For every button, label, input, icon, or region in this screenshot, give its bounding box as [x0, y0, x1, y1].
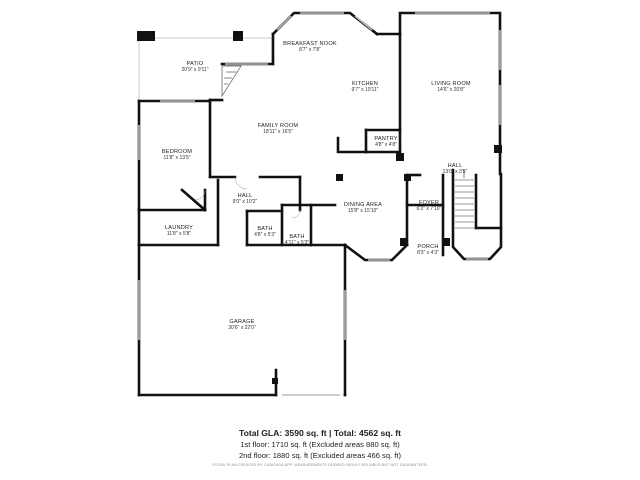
label-breakfast-nook: BREAKFAST NOOK	[283, 41, 337, 47]
footnote: FLOOR PLAN CREATED BY CUBICASA APP. MEAS…	[212, 463, 428, 467]
dims-pantry: 4'8" x 4'8"	[375, 142, 397, 148]
dims-living-room: 14'6" x 20'8"	[437, 87, 465, 93]
label-hall-center: HALL	[238, 193, 253, 199]
windows	[138, 12, 501, 396]
dims-foyer: 6'3" x 7'10"	[417, 206, 442, 212]
floor-plan: BREAKFAST NOOK 8'7" x 7'8" PATIO 20'9" x…	[137, 11, 503, 397]
first-floor-area: 1st floor: 1710 sq. ft (Excluded areas 8…	[240, 440, 400, 449]
label-bath-1: BATH	[257, 226, 272, 232]
dims-hall-center: 9'0" x 10'2"	[233, 199, 258, 205]
posts	[137, 31, 502, 384]
total-area: Total GLA: 3590 sq. ft | Total: 4562 sq.…	[238, 428, 402, 438]
staircase	[455, 170, 474, 229]
label-hall-east: HALL	[448, 163, 463, 169]
dims-patio: 20'9" x 9'11"	[181, 67, 208, 73]
label-family-room: FAMILY ROOM	[258, 123, 299, 129]
dims-dining-area: 15'8" x 15'10"	[348, 208, 378, 214]
dims-laundry: 11'8" x 5'8"	[167, 231, 191, 237]
dims-family-room: 18'11" x 16'5"	[263, 129, 293, 135]
label-kitchen: KITCHEN	[352, 81, 378, 87]
dims-kitchen: 9'7" x 19'11"	[351, 87, 378, 93]
second-floor-area: 2nd floor: 1880 sq. ft (Excluded areas 4…	[238, 451, 402, 460]
label-patio: PATIO	[187, 61, 204, 67]
label-living-room: LIVING ROOM	[431, 81, 471, 87]
label-dining-area: DINING AREA	[344, 202, 382, 208]
room-labels: BREAKFAST NOOK 8'7" x 7'8" PATIO 20'9" x…	[162, 41, 471, 331]
dims-bath-1: 4'8" x 5'3"	[254, 232, 276, 238]
label-bedroom: BEDROOM	[162, 149, 192, 155]
door-swings	[194, 176, 301, 219]
dims-bath-2: 4'11" x 5'3"	[285, 240, 309, 246]
label-porch: PORCH	[417, 244, 438, 250]
label-garage: GARAGE	[229, 319, 254, 325]
label-bath-2: BATH	[289, 234, 304, 240]
dims-hall-east: 13'0" x 3'5"	[443, 169, 468, 175]
label-pantry: PANTRY	[374, 136, 397, 142]
dims-garage: 30'6" x 22'0"	[228, 325, 256, 331]
dims-breakfast-nook: 8'7" x 7'8"	[299, 47, 321, 53]
label-laundry: LAUNDRY	[165, 225, 193, 231]
dims-porch: 8'3" x 4'3"	[417, 250, 439, 256]
label-foyer: FOYER	[419, 200, 439, 206]
dims-bedroom: 11'8" x 13'5"	[163, 155, 190, 161]
patio-steps	[221, 65, 242, 98]
